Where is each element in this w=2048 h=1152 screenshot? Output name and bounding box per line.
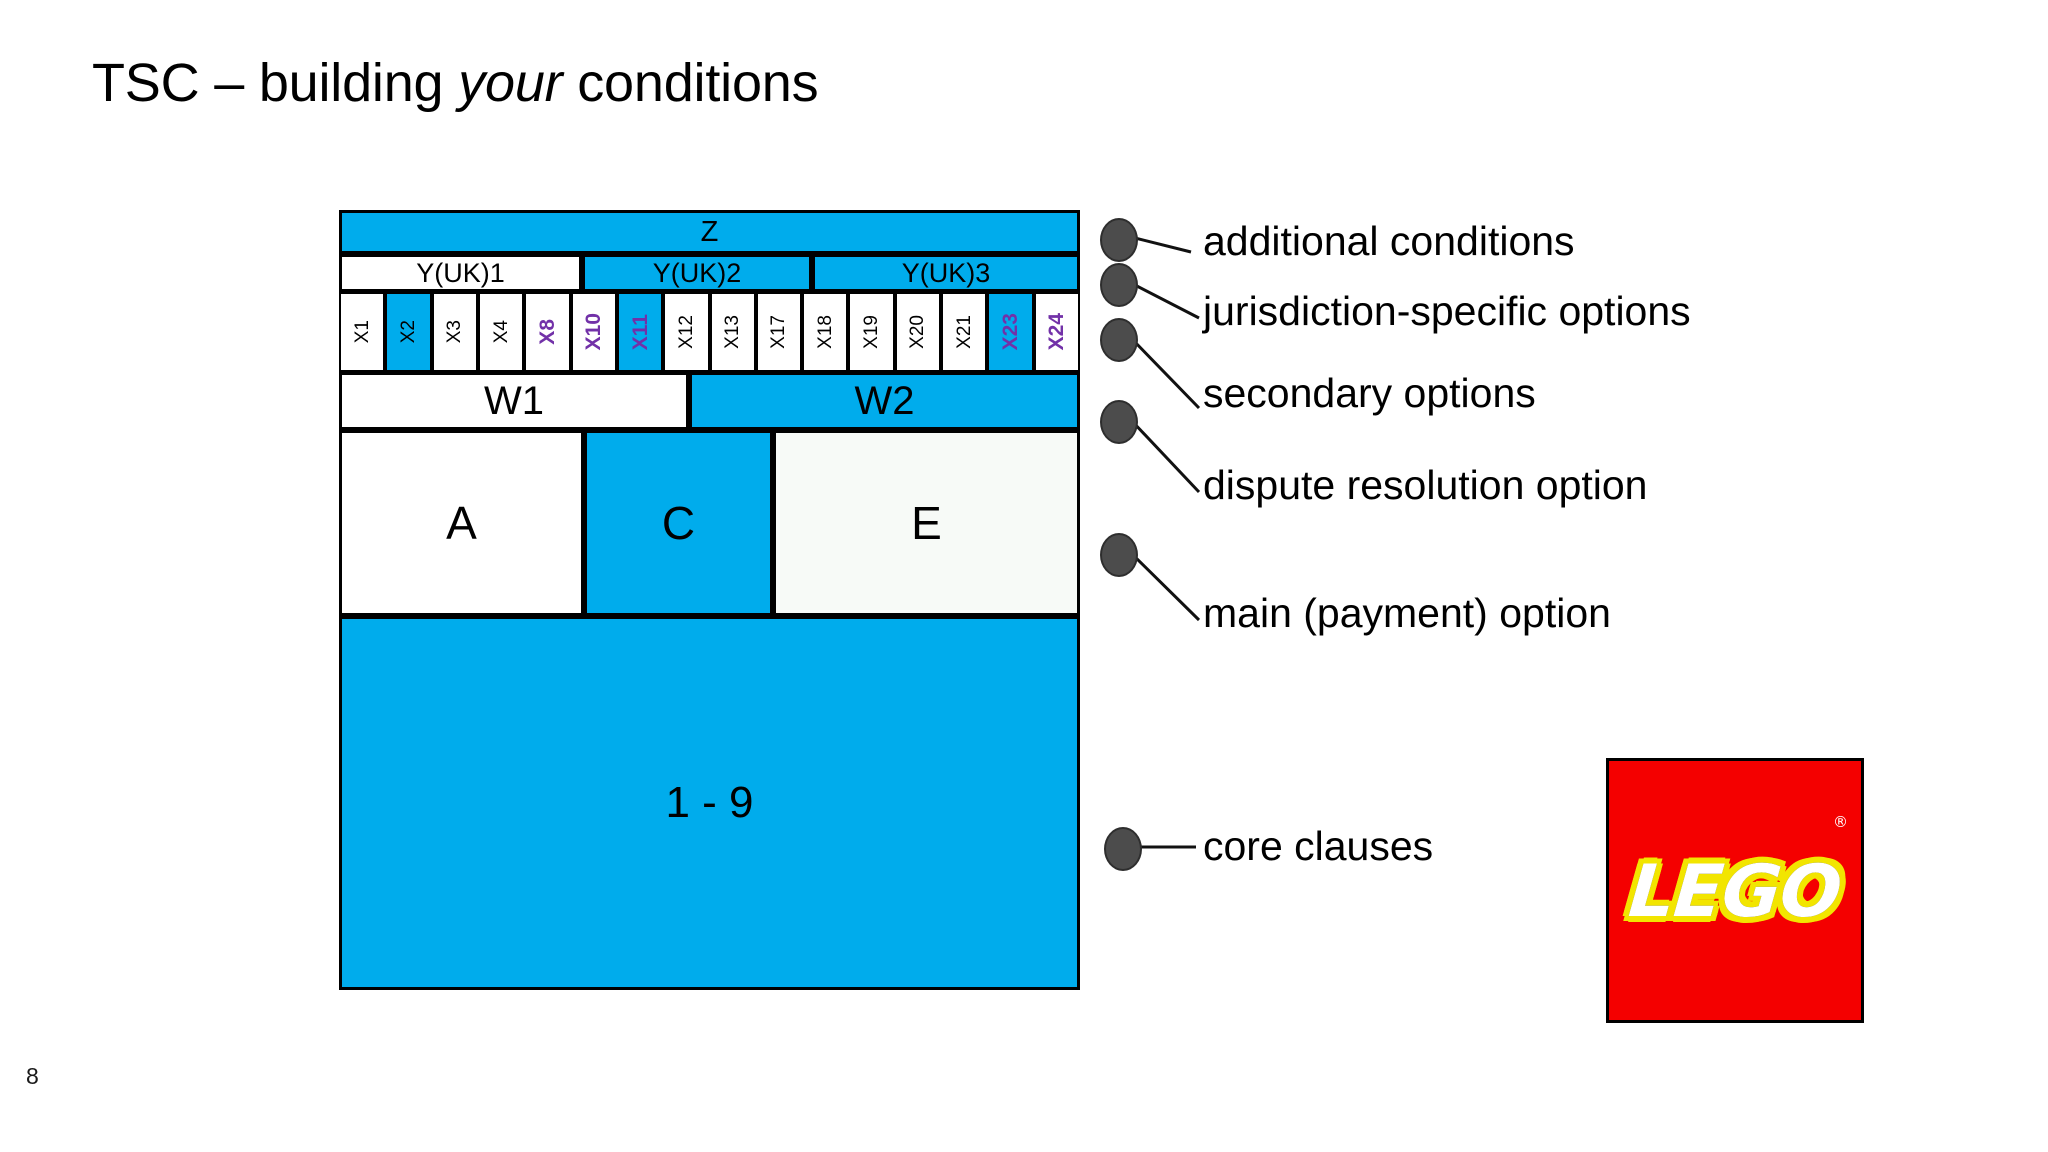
block-x3[interactable]: X3 <box>431 292 478 372</box>
block-y-uk2[interactable]: Y(UK)2 <box>582 254 812 292</box>
block-a[interactable]: A <box>339 430 584 616</box>
legend-label-core-clauses: core clauses <box>1203 823 1434 869</box>
block-core-clauses[interactable]: 1 - 9 <box>339 616 1080 990</box>
slide-number: 8 <box>26 1063 39 1089</box>
option-cell-label: X21 <box>953 315 975 349</box>
block-x24[interactable]: X24 <box>1033 292 1080 372</box>
block-x4[interactable]: X4 <box>477 292 525 372</box>
legend-label-jurisdiction-specific-options: jurisdiction-specific options <box>1203 288 1691 334</box>
option-cell-label: X10 <box>582 313 606 351</box>
block-w1[interactable]: W1 <box>339 372 689 430</box>
title-segment-italic: your <box>458 53 563 113</box>
block-x8[interactable]: X8 <box>524 292 571 372</box>
block-x11[interactable]: X11 <box>616 292 664 372</box>
title-segment-1: TSC – building <box>92 53 459 113</box>
option-cell-label: X18 <box>814 315 836 349</box>
option-cell-label: X20 <box>907 315 929 349</box>
option-cell-label: X8 <box>535 319 559 345</box>
block-x13[interactable]: X13 <box>709 292 756 372</box>
option-cell-label: X3 <box>444 320 466 344</box>
block-z[interactable]: Z <box>339 210 1080 254</box>
legend-bullet-main-payment-option[interactable] <box>1100 533 1138 577</box>
option-cell-label: X4 <box>490 320 512 344</box>
legend-bullet-additional-conditions[interactable] <box>1100 218 1138 262</box>
lego-logo: LEGO ® <box>1606 758 1864 1023</box>
block-x1[interactable]: X1 <box>339 292 386 372</box>
legend-bullet-secondary-options[interactable] <box>1100 318 1138 362</box>
legend-bullet-dispute-resolution-option[interactable] <box>1100 400 1138 444</box>
legend-label-dispute-resolution-option: dispute resolution option <box>1203 462 1648 508</box>
page-title: TSC – building your conditions <box>92 52 819 114</box>
block-c[interactable]: C <box>584 430 773 616</box>
option-cell-label: X12 <box>675 315 697 349</box>
title-segment-2: conditions <box>562 53 819 113</box>
option-cell-label: X19 <box>861 315 883 349</box>
block-e[interactable]: E <box>773 430 1080 616</box>
option-cell-label: X2 <box>397 320 419 344</box>
option-cell-label: X1 <box>351 320 373 344</box>
legend-bullet-jurisdiction-specific-options[interactable] <box>1100 263 1138 307</box>
option-cell-label: X13 <box>722 315 744 349</box>
legend-bullet-core-clauses[interactable] <box>1104 827 1142 871</box>
block-x21[interactable]: X21 <box>941 292 988 372</box>
block-x17[interactable]: X17 <box>755 292 803 372</box>
option-cell-label: X11 <box>628 313 652 351</box>
block-w2[interactable]: W2 <box>689 372 1080 430</box>
block-x2[interactable]: X2 <box>385 292 432 372</box>
block-y-uk3[interactable]: Y(UK)3 <box>812 254 1080 292</box>
block-x18[interactable]: X18 <box>802 292 849 372</box>
block-x20[interactable]: X20 <box>894 292 942 372</box>
block-x10[interactable]: X10 <box>570 292 617 372</box>
legend-label-additional-conditions: additional conditions <box>1203 218 1575 264</box>
block-x19[interactable]: X19 <box>848 292 895 372</box>
option-cell-label: X17 <box>768 315 790 349</box>
lego-wordmark: LEGO <box>1624 847 1846 934</box>
block-x12[interactable]: X12 <box>663 292 710 372</box>
legend-label-main-payment-option: main (payment) option <box>1203 590 1611 636</box>
block-x23[interactable]: X23 <box>987 292 1034 372</box>
option-cell-label: X23 <box>999 313 1023 351</box>
legend-label-secondary-options: secondary options <box>1203 370 1536 416</box>
block-y-uk1[interactable]: Y(UK)1 <box>339 254 582 292</box>
tsc-structure-diagram: Z Y(UK)1 Y(UK)2 Y(UK)3 X1 X2 X3 X4 X8 X10 X11 X… <box>339 210 1080 990</box>
registered-trademark-icon: ® <box>1833 813 1848 831</box>
option-cell-label: X24 <box>1045 313 1069 351</box>
